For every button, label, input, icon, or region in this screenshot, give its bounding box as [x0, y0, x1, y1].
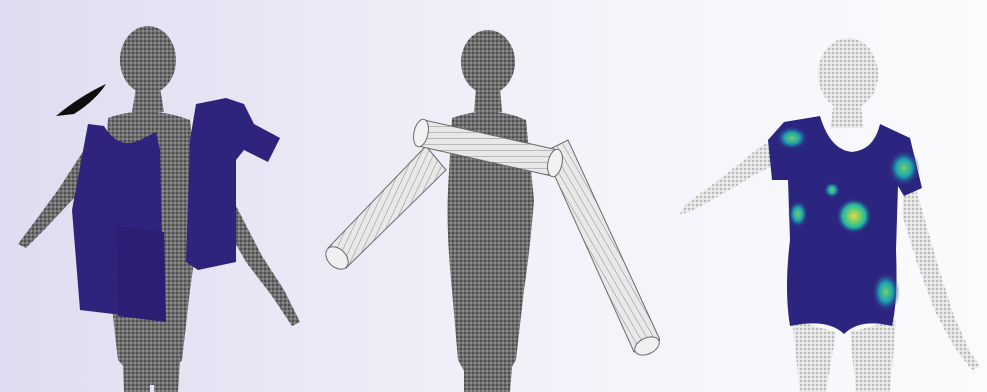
panel-cylinder-proxies	[320, 0, 660, 392]
stress-spot-hip-right	[872, 272, 900, 312]
cylinder-arm-right	[544, 140, 660, 352]
mannequin-illustration-1	[0, 0, 320, 392]
mannequin-neck	[474, 88, 502, 112]
mannequin-leg-right	[850, 320, 896, 392]
mannequin-illustration-2	[320, 0, 660, 392]
mannequin-head	[818, 38, 878, 110]
stress-spot-shoulder-right	[888, 150, 920, 186]
mannequin-head	[461, 30, 515, 94]
stress-spot-shoulder-left	[776, 126, 808, 150]
mannequin-neck	[830, 102, 864, 128]
garment-piece-collar	[56, 84, 106, 116]
panel-garment-patterns	[0, 0, 320, 392]
mannequin-illustration-3	[660, 0, 987, 392]
mannequin-head	[120, 26, 176, 94]
mannequin-leg-right	[154, 330, 182, 392]
mannequin-leg-left	[792, 320, 836, 392]
mannequin-leg-left	[464, 320, 488, 392]
mannequin-leg-right	[488, 320, 516, 392]
garment-piece-front-shade	[116, 226, 166, 322]
panel-fitted-garment	[660, 0, 987, 392]
stress-spot-chest-left	[788, 200, 808, 228]
stress-spot-center	[824, 182, 840, 198]
cylinder-arm-left	[328, 146, 446, 268]
garment-piece-back	[186, 98, 280, 270]
mannequin-leg-left	[122, 330, 150, 392]
stress-spot-chest-right	[836, 198, 872, 234]
mannequin-neck	[132, 88, 164, 112]
